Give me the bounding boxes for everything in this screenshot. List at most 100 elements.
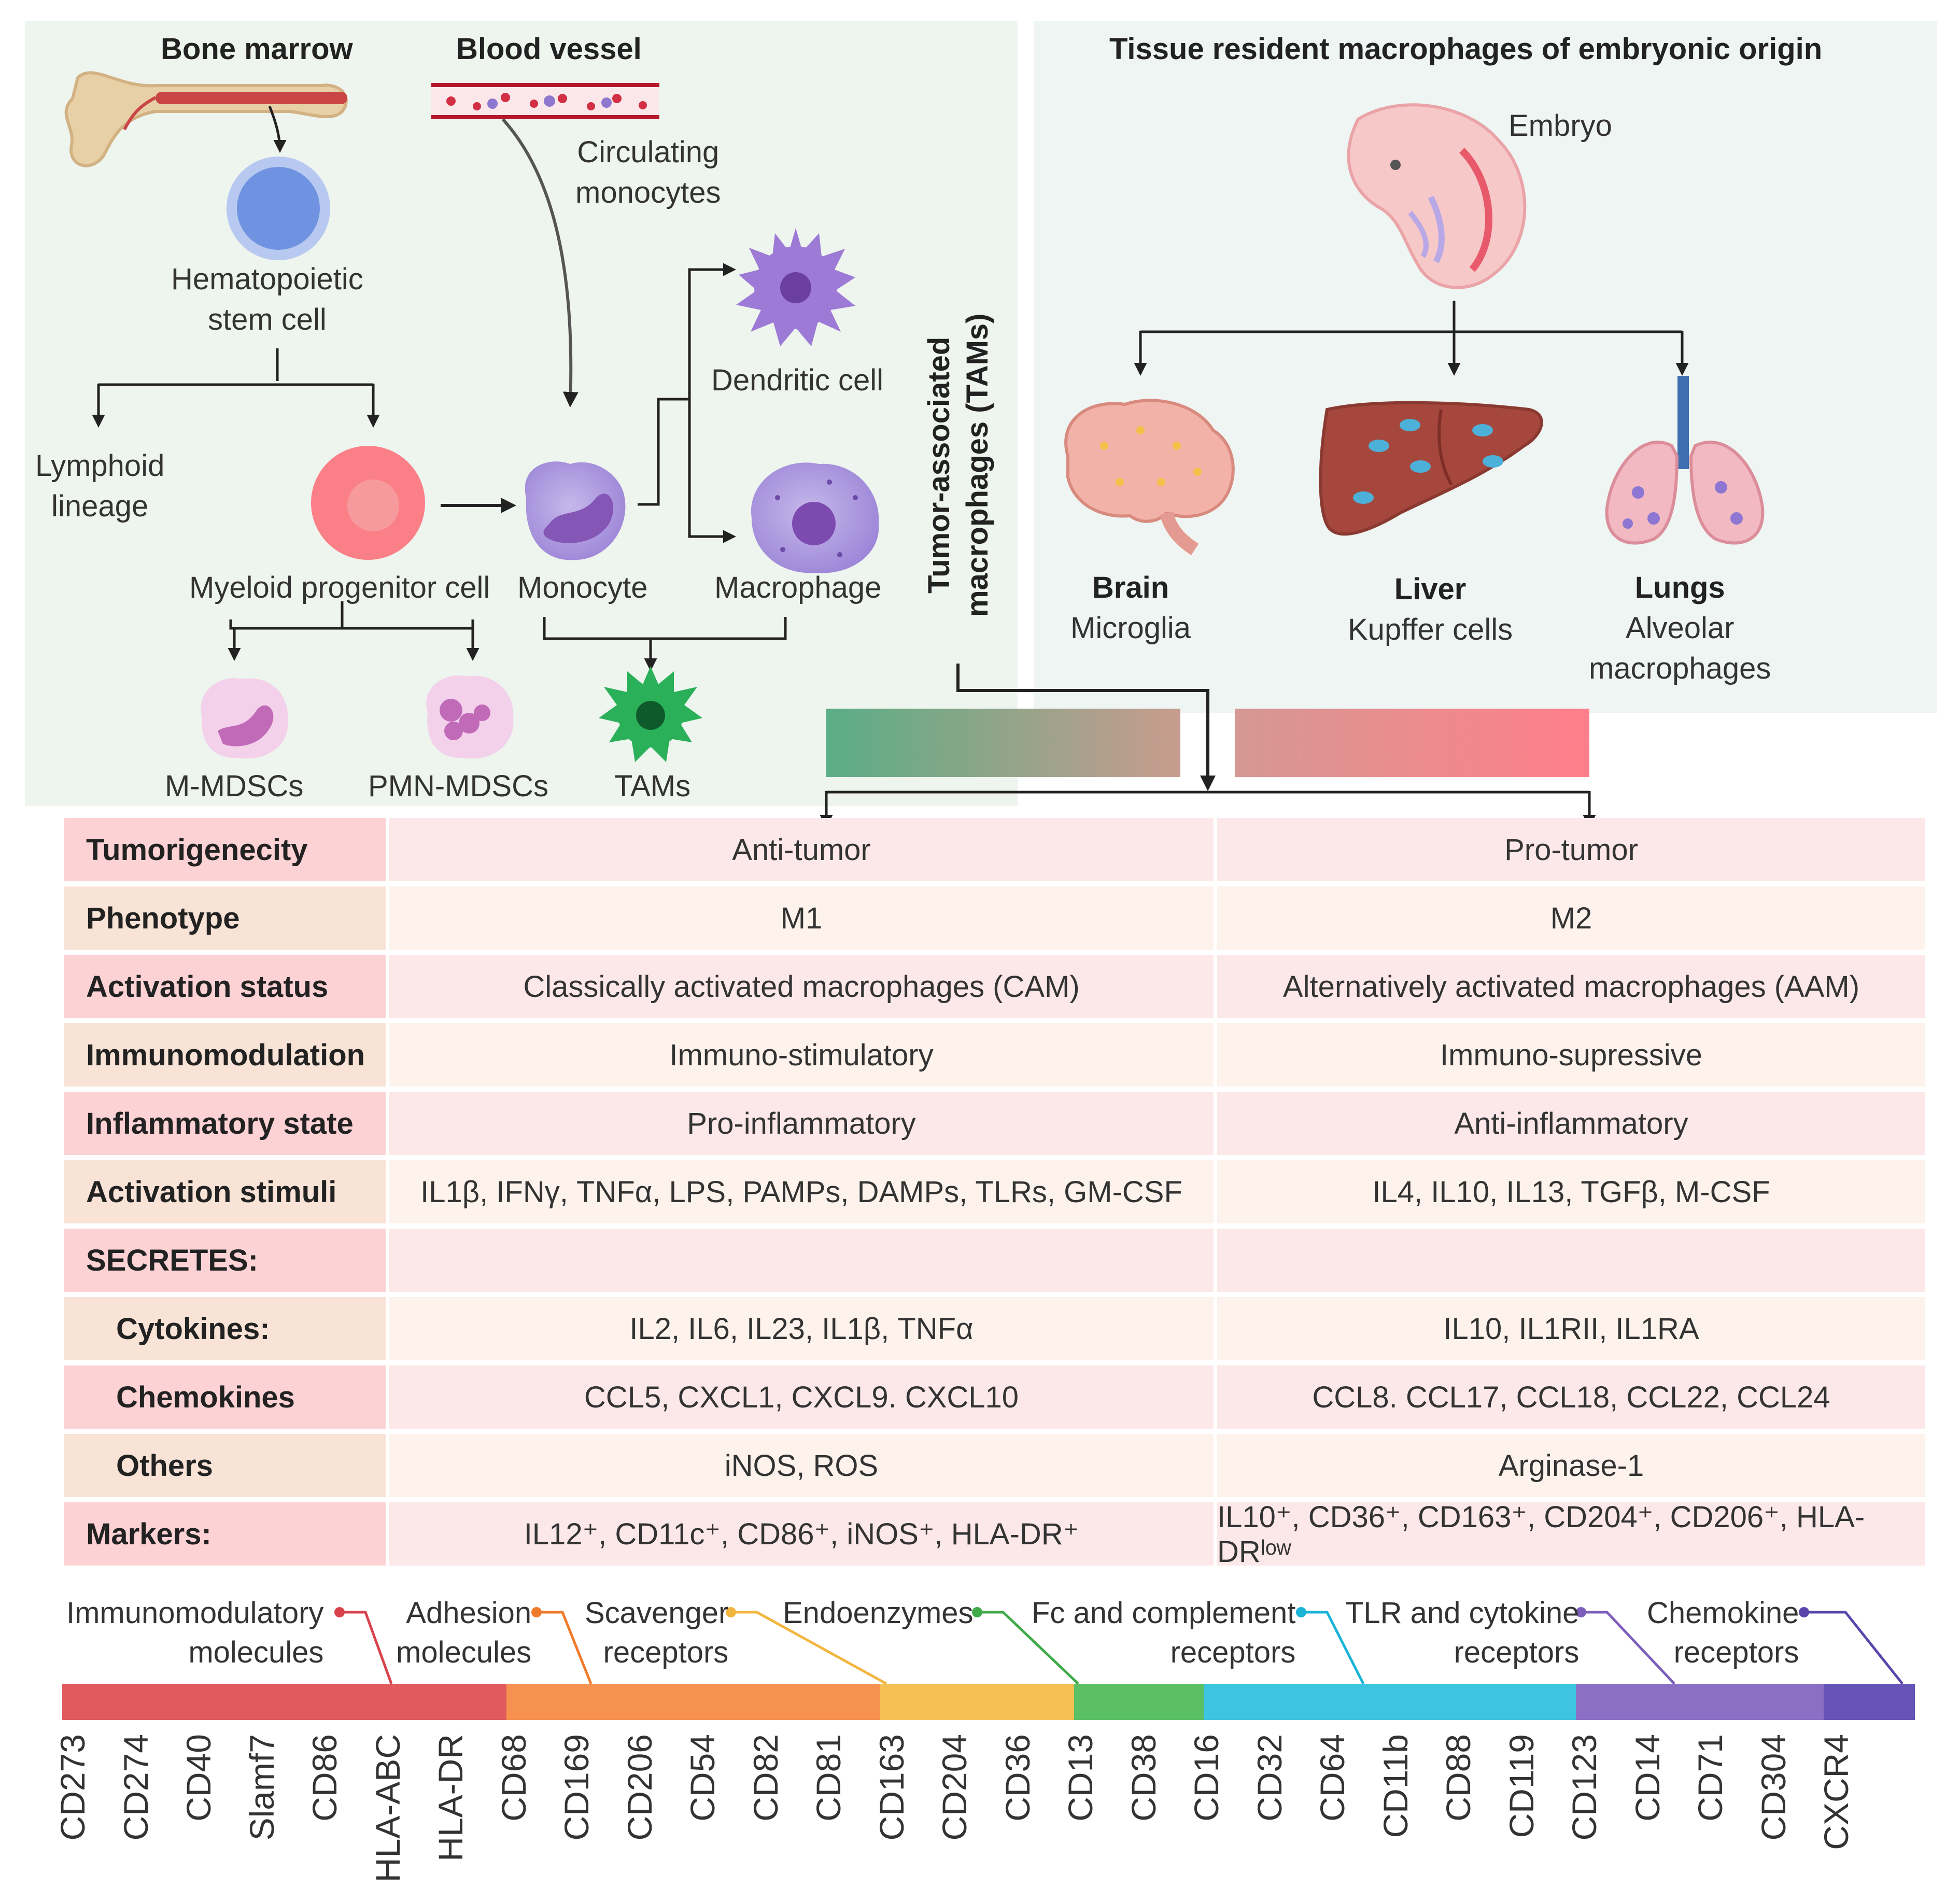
m1-cell: IL2, IL6, IL23, IL1β, TNFα — [389, 1297, 1214, 1360]
m1-cell: M1 — [389, 886, 1214, 950]
marker-label: CD64 — [1301, 1734, 1363, 1895]
lungs-illustration — [1605, 376, 1765, 545]
marker-label: CD163 — [861, 1734, 923, 1895]
immunomodulatory-bar — [62, 1684, 506, 1720]
table-row: Activation stimuli IL1β, IFNγ, TNFα, LPS… — [64, 1160, 1925, 1223]
m2-cell: IL4, IL10, IL13, TGFβ, M-CSF — [1217, 1160, 1925, 1223]
marker-label: CD54 — [671, 1734, 734, 1895]
marker-name: CD82 — [746, 1734, 785, 1822]
marker-name: Slamf7 — [242, 1734, 281, 1841]
myeloid-progenitor-label: Myeloid progenitor cell — [189, 571, 490, 604]
marker-name: CD16 — [1187, 1734, 1225, 1822]
marker-name: CD206 — [620, 1734, 659, 1841]
marker-name: CD71 — [1691, 1734, 1729, 1822]
marker-name: CD32 — [1250, 1734, 1289, 1822]
m2-cell: IL10⁺, CD36⁺, CD163⁺, CD204⁺, CD206⁺, HL… — [1217, 1500, 1925, 1569]
m2-cell: Immuno-supressive — [1217, 1023, 1925, 1087]
marker-label: HLA-DR — [419, 1734, 482, 1895]
m1-cell: CCL5, CXCL1, CXCL9. CXCL10 — [389, 1365, 1214, 1429]
marker-label: CD36 — [986, 1734, 1049, 1895]
marker-name: CD14 — [1628, 1734, 1667, 1822]
origin-panel — [25, 21, 1018, 806]
row-label: Activation stimuli — [64, 1160, 386, 1223]
marker-name: CD86 — [305, 1734, 344, 1822]
blood-vessel-illustration — [431, 83, 659, 119]
adhesion-scavenger-bar — [506, 1684, 880, 1720]
marker-label: CD204 — [923, 1734, 985, 1895]
brain-illustration — [1064, 399, 1235, 555]
marker-label: CD274 — [105, 1734, 167, 1895]
m2-cell: Arginase-1 — [1217, 1434, 1925, 1497]
marker-name: CD11b — [1376, 1734, 1415, 1838]
marker-name: CD81 — [809, 1734, 848, 1822]
pro-tumor-gradient-bar — [1235, 709, 1589, 777]
marker-label: CD304 — [1742, 1734, 1804, 1895]
marker-name: CD38 — [1124, 1734, 1163, 1822]
liver-illustration — [1319, 401, 1543, 536]
tlr-cytokine-bar — [1576, 1684, 1824, 1720]
m2-cell: CCL8. CCL17, CCL18, CCL22, CCL24 — [1217, 1365, 1925, 1429]
m1-cell: IL12⁺, CD11c⁺, CD86⁺, iNOS⁺, HLA-DR⁺ — [389, 1502, 1214, 1566]
marker-label: HLA-ABC — [357, 1734, 419, 1895]
marker-name: CXCR4 — [1817, 1734, 1855, 1850]
marker-name: CD273 — [53, 1734, 92, 1841]
marker-name: CD88 — [1439, 1734, 1477, 1822]
marker-name: CD13 — [1061, 1734, 1099, 1822]
marker-label: CD71 — [1679, 1734, 1741, 1895]
m1-cell: IL1β, IFNγ, TNFα, LPS, PAMPs, DAMPs, TLR… — [389, 1160, 1214, 1223]
row-label: SECRETES: — [64, 1229, 386, 1292]
blood-vessel-label: Blood vessel — [456, 32, 642, 66]
tissue-resident-label: Tissue resident macrophages of embryonic… — [1109, 32, 1823, 66]
row-label: Markers: — [64, 1502, 386, 1566]
marker-label: CD68 — [483, 1734, 545, 1895]
m1-cell: Classically activated macrophages (CAM) — [389, 955, 1214, 1018]
m1-m2-comparison-table: Tumorigenecity Anti-tumor Pro-tumor Phen… — [64, 818, 1925, 1571]
m2-cell: IL10, IL1RII, IL1RA — [1217, 1297, 1925, 1360]
row-label: Inflammatory state — [64, 1092, 386, 1155]
marker-name: CD123 — [1565, 1734, 1603, 1841]
m2-cell: Anti-inflammatory — [1217, 1092, 1925, 1155]
marker-name: CD54 — [683, 1734, 722, 1822]
row-label: Cytokines: — [64, 1297, 386, 1360]
row-label: Activation status — [64, 955, 386, 1018]
endoenzymes-bar — [1074, 1684, 1204, 1720]
table-row: SECRETES: — [64, 1229, 1925, 1292]
m2-cell: M2 — [1217, 886, 1925, 950]
marker-label: CD38 — [1112, 1734, 1175, 1895]
chemokine-bar — [1824, 1684, 1915, 1720]
marker-label: CD14 — [1616, 1734, 1679, 1895]
macrophage-label: Macrophage — [714, 571, 882, 604]
marker-name: CD119 — [1502, 1734, 1541, 1838]
marker-name: CD68 — [494, 1734, 533, 1822]
m2-cell — [1217, 1229, 1925, 1292]
bone-marrow-label: Bone marrow — [161, 32, 353, 66]
marker-name: CD36 — [998, 1734, 1037, 1822]
table-row: Cytokines: IL2, IL6, IL23, IL1β, TNFα IL… — [64, 1297, 1925, 1360]
table-row: Chemokines CCL5, CXCL1, CXCL9. CXCL10 CC… — [64, 1365, 1925, 1429]
table-row: Inflammatory state Pro-inflammatory Anti… — [64, 1092, 1925, 1155]
marker-name: CD40 — [179, 1734, 218, 1822]
m1-cell: iNOS, ROS — [389, 1434, 1214, 1497]
marker-label: CD86 — [293, 1734, 356, 1895]
table-row: Markers: IL12⁺, CD11c⁺, CD86⁺, iNOS⁺, HL… — [64, 1500, 1925, 1569]
marker-label: CD13 — [1049, 1734, 1111, 1895]
m1-cell — [389, 1229, 1214, 1292]
row-label: Tumorigenecity — [64, 818, 386, 881]
m2-cell: Alternatively activated macrophages (AAM… — [1217, 955, 1925, 1018]
marker-label: CD123 — [1553, 1734, 1615, 1895]
marker-label: CXCR4 — [1805, 1734, 1867, 1895]
marker-label: CD169 — [545, 1734, 608, 1895]
marker-name: CD64 — [1313, 1734, 1351, 1822]
